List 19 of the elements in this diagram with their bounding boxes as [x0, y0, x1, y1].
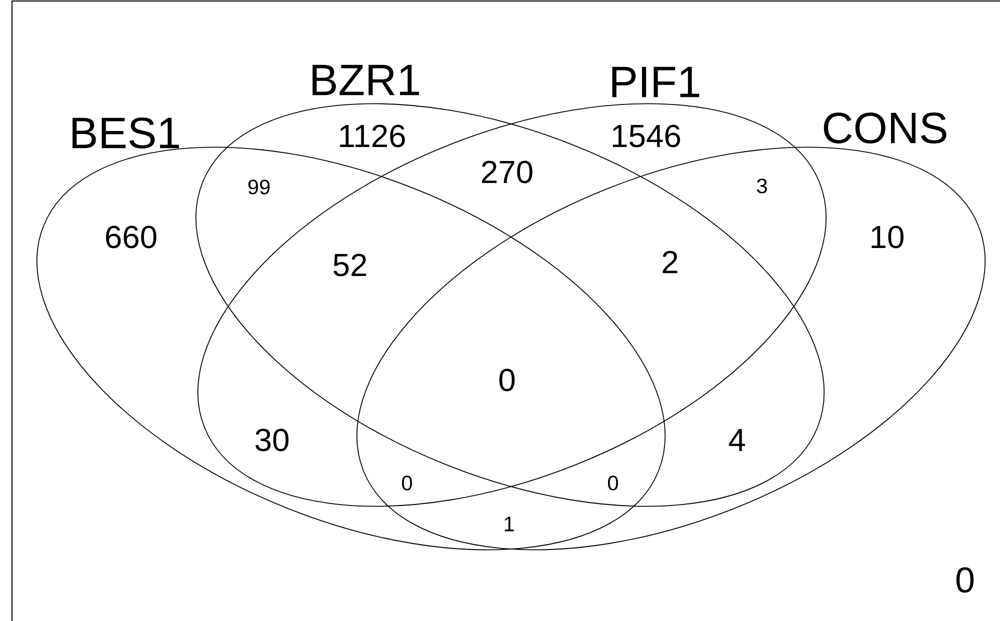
set-label: PIF1 — [612, 66, 700, 98]
count-label: 1546 — [612, 124, 680, 148]
set-label: BZR1 — [312, 64, 419, 96]
count-label: 1 — [504, 516, 514, 532]
count-label: 0 — [499, 368, 515, 392]
set-label: BES1 — [72, 117, 179, 148]
count-label: 10 — [872, 226, 904, 248]
count-label: 0 — [402, 476, 412, 490]
set-label: CONS — [824, 112, 946, 144]
count-label: 4 — [728, 429, 745, 451]
count-label: 30 — [256, 428, 288, 452]
count-label: 99 — [248, 180, 270, 194]
count-label: 2 — [662, 250, 678, 274]
count-label: 660 — [106, 226, 156, 248]
count-label: 3 — [756, 178, 767, 194]
count-label: 52 — [334, 254, 366, 276]
count-label: 0 — [608, 476, 618, 490]
count-label: 1126 — [340, 124, 405, 148]
count-label: 270 — [482, 160, 532, 184]
